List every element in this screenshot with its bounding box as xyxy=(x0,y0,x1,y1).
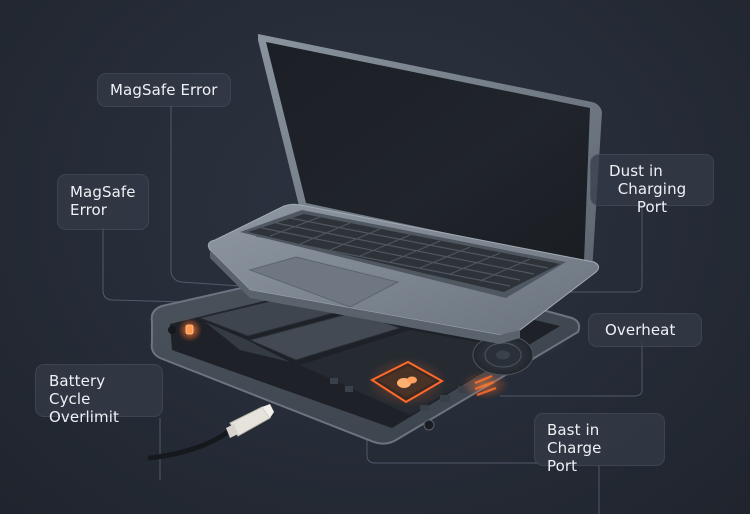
callout-text: Overheat xyxy=(605,321,676,339)
callout-text: Dust in xyxy=(609,162,663,180)
callout-dust-in-charging-port: Dust in Charging Port xyxy=(590,154,714,216)
callout-text: Battery Cycle xyxy=(49,372,106,408)
callout-text: Error xyxy=(70,201,108,219)
callout-battery-cycle-overlimit: Battery Cycle Overlimit xyxy=(35,364,163,426)
callout-text: Bast in Charge xyxy=(547,421,602,457)
callout-bast-in-charge-port: Bast in Charge Port xyxy=(534,413,665,475)
usb-c-cable-icon xyxy=(147,404,274,461)
leader-lines xyxy=(102,105,643,514)
callout-text: Overlimit xyxy=(49,408,119,426)
chip-logo-icon xyxy=(397,376,417,388)
laptop-top xyxy=(207,34,602,344)
callout-text: Port xyxy=(547,457,578,475)
callout-text: MagSafe Error xyxy=(110,81,218,99)
callout-magsafe-error-top: MagSafe Error xyxy=(97,73,231,107)
callout-overheat: Overheat xyxy=(588,313,702,347)
callout-text: Charging Port xyxy=(617,180,687,216)
callout-text: MagSafe xyxy=(70,183,136,201)
callout-magsafe-error-left: MagSafe Error xyxy=(57,174,149,230)
